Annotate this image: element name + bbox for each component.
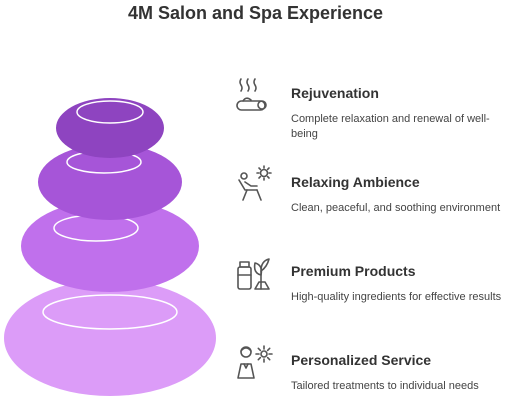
massage-icon	[236, 78, 267, 111]
item-title: Rejuvenation	[291, 85, 379, 101]
item-description: High-quality ingredients for effective r…	[291, 291, 502, 303]
item-title: Personalized Service	[291, 352, 432, 368]
stone-top	[56, 98, 164, 158]
page-title: 4M Salon and Spa Experience	[127, 3, 384, 23]
item-description: Complete relaxation and renewal of well-…	[291, 113, 490, 140]
item-description: Clean, peaceful, and soothing environmen…	[291, 202, 501, 214]
item-title: Relaxing Ambience	[291, 174, 420, 190]
person-gear-icon	[237, 345, 273, 379]
item-description: Tailored treatments to individual needs	[291, 380, 479, 392]
stacked-stones-graphic	[4, 98, 216, 396]
item-title: Premium Products	[291, 263, 416, 279]
stone-bottom	[4, 280, 216, 396]
products-icon	[237, 258, 270, 290]
lounge-chair-icon	[238, 165, 272, 201]
